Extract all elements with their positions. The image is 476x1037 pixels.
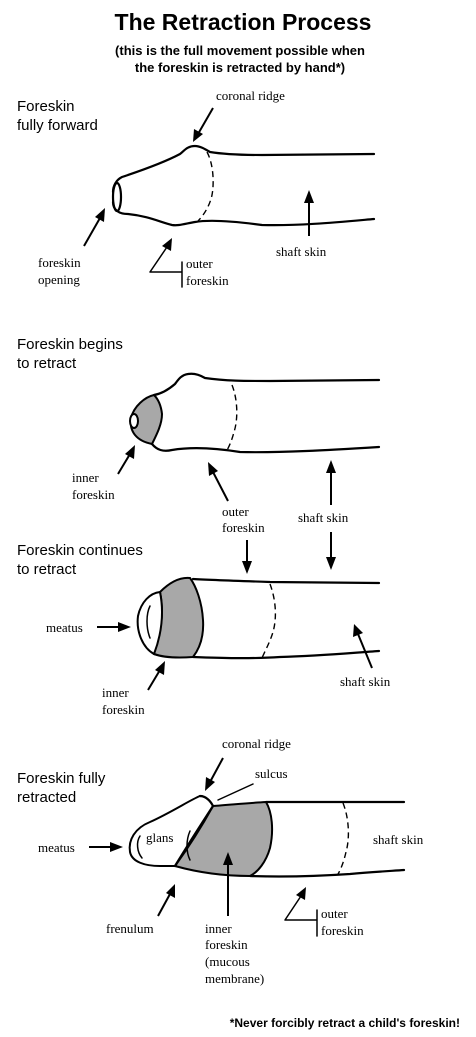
- stage-4-inner-foreskin-label-line-2: foreskin: [205, 937, 248, 952]
- stage-1-foreskin-opening-label-line-2: opening: [38, 272, 80, 287]
- stage-1-outer-foreskin-label-line-1: outer: [186, 256, 213, 271]
- stage-4-coronal-ridge-label: coronal ridge: [222, 736, 291, 751]
- stage-2-top-outline: [152, 372, 381, 397]
- stage-1-outer-foreskin-label-line-2: foreskin: [186, 273, 229, 288]
- stage-4-outer-foreskin-label-line-2: foreskin: [321, 923, 364, 938]
- penis-drawing-stage-2: [129, 372, 381, 454]
- stage-4-glans-label: glans: [146, 830, 173, 845]
- stage-1-opening-arrowhead: [95, 208, 105, 222]
- stage-1-foreskin-opening-shape: [111, 181, 123, 213]
- stage-3-heading-line-2: to retract: [17, 561, 77, 578]
- stage-1-foreskin-opening-label-line-1: foreskin: [38, 255, 81, 270]
- stage-3-bottom-outline: [191, 649, 381, 660]
- stage-4-shaft-skin-label: shaft skin: [373, 832, 424, 847]
- stage-3-meatus-label: meatus: [46, 620, 83, 635]
- stage-1-coronal-ridge-arrowhead: [193, 129, 203, 142]
- stage-2-shaft-skin-arrowhead: [326, 460, 336, 473]
- stage-4-bottom-outline: [248, 868, 406, 878]
- stage-4-frenulum-arrow: [157, 893, 171, 917]
- stage-1-bottom-outline: [111, 200, 376, 227]
- stage-2-heading-line-1: Foreskin begins: [17, 336, 123, 353]
- stage-1-heading-line-2: fully forward: [17, 117, 98, 134]
- stage-2-outer-foreskin-label-line-2: foreskin: [222, 520, 265, 535]
- stage-2-outer-foreskin-label-line-1: outer: [222, 504, 249, 519]
- stage-2-inner-foreskin-label-line-1: inner: [72, 470, 99, 485]
- stage-4-sulcus-label: sulcus: [255, 766, 288, 781]
- stage-4-heading-line-2: retracted: [17, 789, 76, 806]
- stage-1-coronal-ridge-arrow: [197, 107, 214, 135]
- stage-1-top-outline: [111, 144, 376, 194]
- stage-4-inner-foreskin-arrowhead: [223, 852, 233, 865]
- stage-3-heading-line-1: Foreskin continues: [17, 542, 143, 559]
- stage-4-meatus-label: meatus: [38, 840, 75, 855]
- stage-1-heading-line-1: Foreskin: [17, 98, 75, 115]
- stage-4-coronal-ridge-arrowhead: [205, 777, 215, 791]
- stage-2-shaft-skin-label: shaft skin: [298, 510, 349, 525]
- stage-1-outer-foreskin-arrowhead: [162, 238, 172, 251]
- stage-2-bottom-outline: [150, 442, 381, 454]
- stage-begins-to-retract: Foreskin begins to retract inner foreski…: [17, 336, 381, 535]
- stage-1-coronal-ridge-label: coronal ridge: [216, 88, 285, 103]
- stage-3-meatus-arrowhead: [118, 622, 131, 632]
- stage-2-dashed-line: [225, 384, 238, 453]
- stage-3-shaft-skin-down-arrowhead: [326, 557, 336, 570]
- stage-2-inner-foreskin-arrow: [117, 453, 131, 475]
- penis-drawing-stage-4: [128, 794, 406, 878]
- stage-3-inner-foreskin-arrow: [147, 669, 161, 691]
- stage-2-outer-foreskin-arrow: [212, 471, 229, 502]
- stage-4-outer-foreskin-bracket: [284, 895, 318, 937]
- stage-1-opening-arrow: [83, 217, 101, 247]
- stage-1-coronal-dashed-line: [197, 151, 214, 222]
- stage-continues-to-retract: Foreskin continues to retract meatus inn…: [17, 532, 391, 717]
- stage-3-shaft-skin-label: shaft skin: [340, 674, 391, 689]
- stage-1-outer-foreskin-bracket: [149, 246, 183, 288]
- stage-4-meatus-mark: [136, 835, 143, 859]
- stage-3-meatus-mark: [146, 605, 151, 639]
- stage-3-top-outline: [191, 577, 381, 585]
- stage-4-coronal-ridge-arrow: [209, 757, 224, 783]
- stage-3-inner-foreskin-arrowhead: [155, 661, 165, 675]
- stage-2-inner-foreskin-label-line-2: foreskin: [72, 487, 115, 502]
- footnote: *Never forcibly retract a child's foresk…: [230, 1016, 460, 1030]
- stage-1-shaft-skin-arrowhead: [304, 190, 314, 203]
- penis-drawing-stage-3: [136, 576, 381, 660]
- stage-2-heading-line-2: to retract: [17, 355, 77, 372]
- stage-3-glans-shape: [136, 590, 164, 656]
- penis-drawing-stage-1: [111, 144, 376, 227]
- stage-2-opening-shape: [129, 413, 139, 429]
- stage-3-dashed-line: [261, 583, 277, 659]
- subtitle-line-2: the foreskin is retracted by hand*): [135, 60, 345, 75]
- stage-4-outer-foreskin-arrowhead: [296, 887, 306, 900]
- stage-4-heading-line-1: Foreskin fully: [17, 770, 106, 787]
- stage-4-meatus-arrowhead: [110, 842, 123, 852]
- stage-4-inner-foreskin-label-line-4: membrane): [205, 971, 264, 986]
- stage-4-sulcus-pointer: [217, 783, 254, 801]
- stage-fully-forward: Foreskin fully forward coronal ridge for…: [17, 88, 376, 288]
- stage-3-shaft-skin-arrow: [357, 633, 373, 669]
- stage-4-frenulum-arrowhead: [166, 884, 175, 898]
- stage-4-inner-foreskin-label-line-3: (mucous: [205, 954, 250, 969]
- stage-4-dashed-line: [337, 802, 350, 875]
- stage-4-inner-foreskin-label-line-1: inner: [205, 921, 232, 936]
- stage-3-outer-foreskin-down-arrowhead: [242, 561, 252, 574]
- stage-2-inner-foreskin-arrowhead: [125, 445, 135, 459]
- stage-3-inner-foreskin-label-line-2: foreskin: [102, 702, 145, 717]
- stage-4-frenulum-label: frenulum: [106, 921, 154, 936]
- stage-3-inner-foreskin-label-line-1: inner: [102, 685, 129, 700]
- diagram-title: The Retraction Process: [115, 9, 372, 35]
- stage-fully-retracted: Foreskin fully retracted coronal ridge s…: [17, 736, 424, 986]
- stage-1-shaft-skin-label: shaft skin: [276, 244, 327, 259]
- stage-3-shaft-skin-arrowhead: [353, 624, 363, 637]
- stage-2-outer-foreskin-arrowhead: [208, 462, 218, 476]
- subtitle-line-1: (this is the full movement possible when: [115, 43, 365, 58]
- stage-4-outer-foreskin-label-line-1: outer: [321, 906, 348, 921]
- stage-4-corona-rim: [173, 794, 215, 868]
